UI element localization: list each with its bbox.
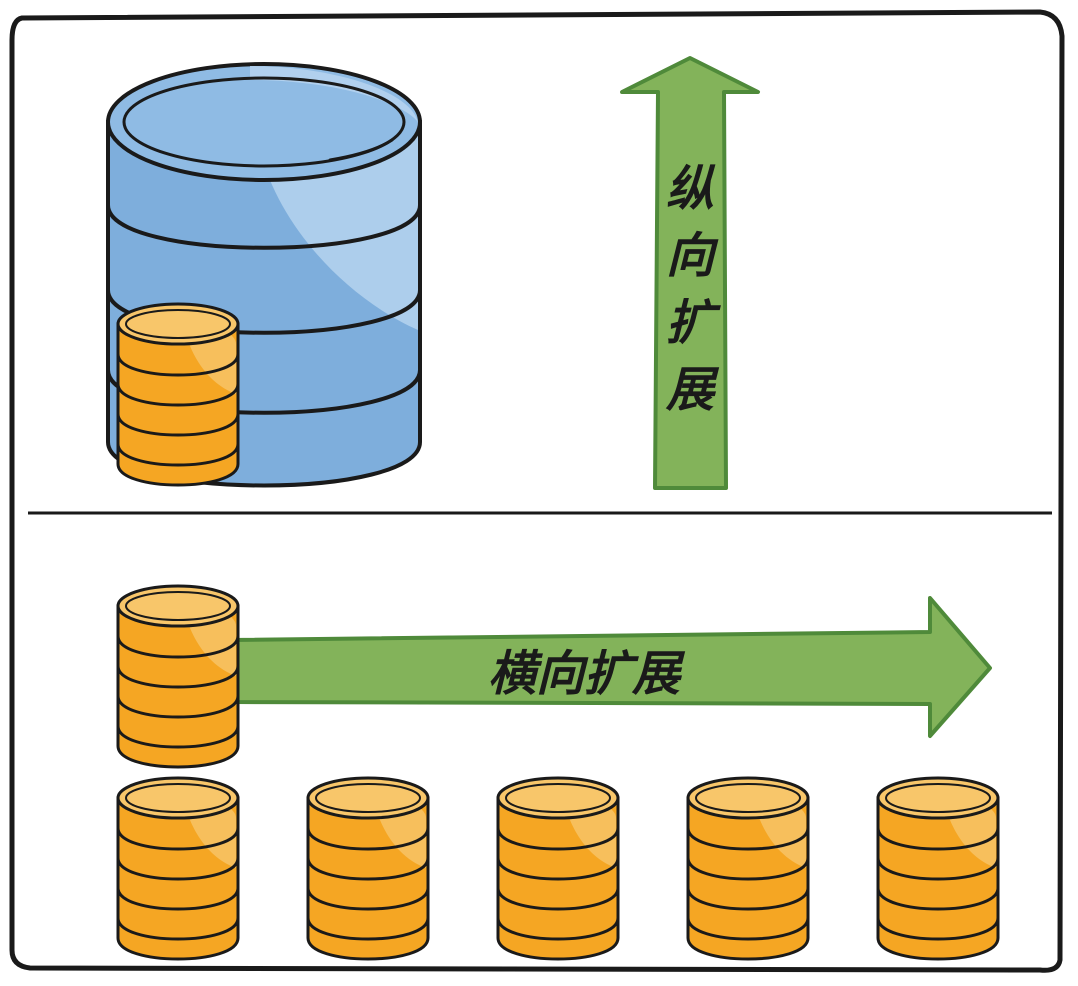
coin-stack-icon: [116, 302, 240, 487]
coin-stack-icon: [116, 776, 240, 961]
coin-stack-icon: [306, 776, 430, 961]
coin-stack-icon: [686, 776, 810, 961]
coin-stack-icon: [876, 776, 1000, 961]
horizontal-scale-arrow: 横向扩展: [230, 596, 992, 738]
vertical-scale-arrow: 纵 向 扩 展: [620, 56, 760, 490]
frame-border: [9, 9, 1065, 973]
vertical-arrow-label-char: 展: [665, 362, 720, 418]
horizontal-arrow-label: 横向扩展: [488, 646, 686, 702]
node-stack-row: [116, 776, 1000, 961]
coin-stack-icon: [496, 776, 620, 961]
coin-stack-icon: [116, 584, 240, 769]
vertical-arrow-label-char: 扩: [666, 295, 721, 351]
vertical-arrow-label-char: 向: [666, 228, 719, 284]
vertical-arrow-label-char: 纵: [666, 161, 716, 217]
